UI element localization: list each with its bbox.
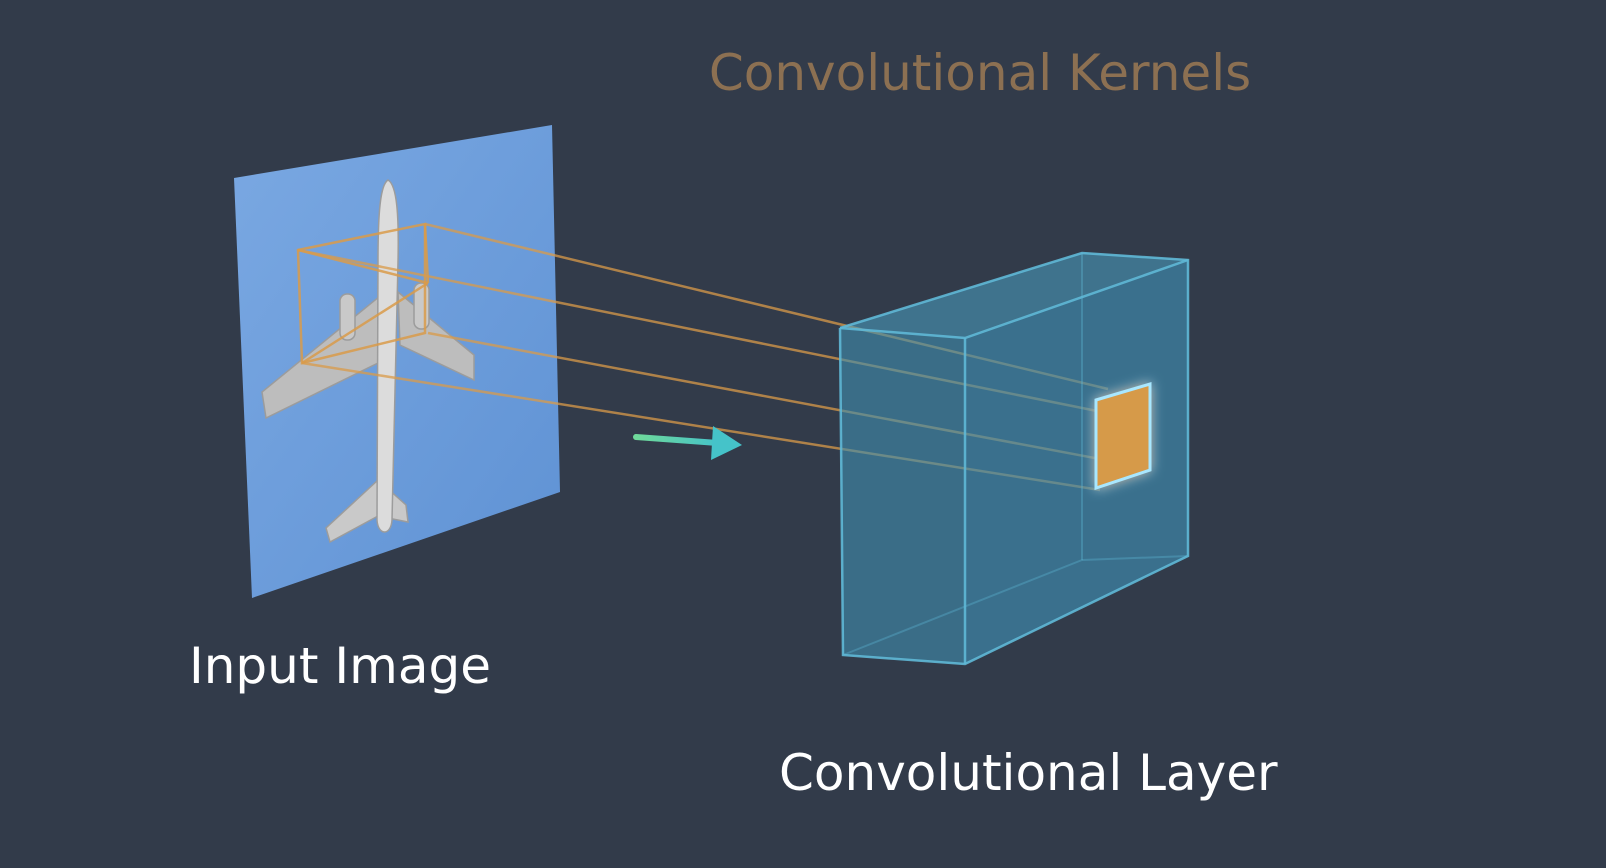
layer-side-face (965, 260, 1188, 664)
arrow-right-icon (633, 426, 742, 460)
convolutional-layer-box (838, 251, 1190, 666)
diagram-title: Convolutional Kernels (709, 44, 1251, 102)
layer-top-face (840, 253, 1188, 338)
input-image-plane (234, 125, 560, 598)
convolutional-layer-label: Convolutional Layer (779, 744, 1278, 802)
input-image (234, 125, 560, 598)
feature-map-patch (1094, 381, 1152, 491)
input-image-label: Input Image (189, 637, 491, 695)
layer-front-face (840, 328, 965, 664)
